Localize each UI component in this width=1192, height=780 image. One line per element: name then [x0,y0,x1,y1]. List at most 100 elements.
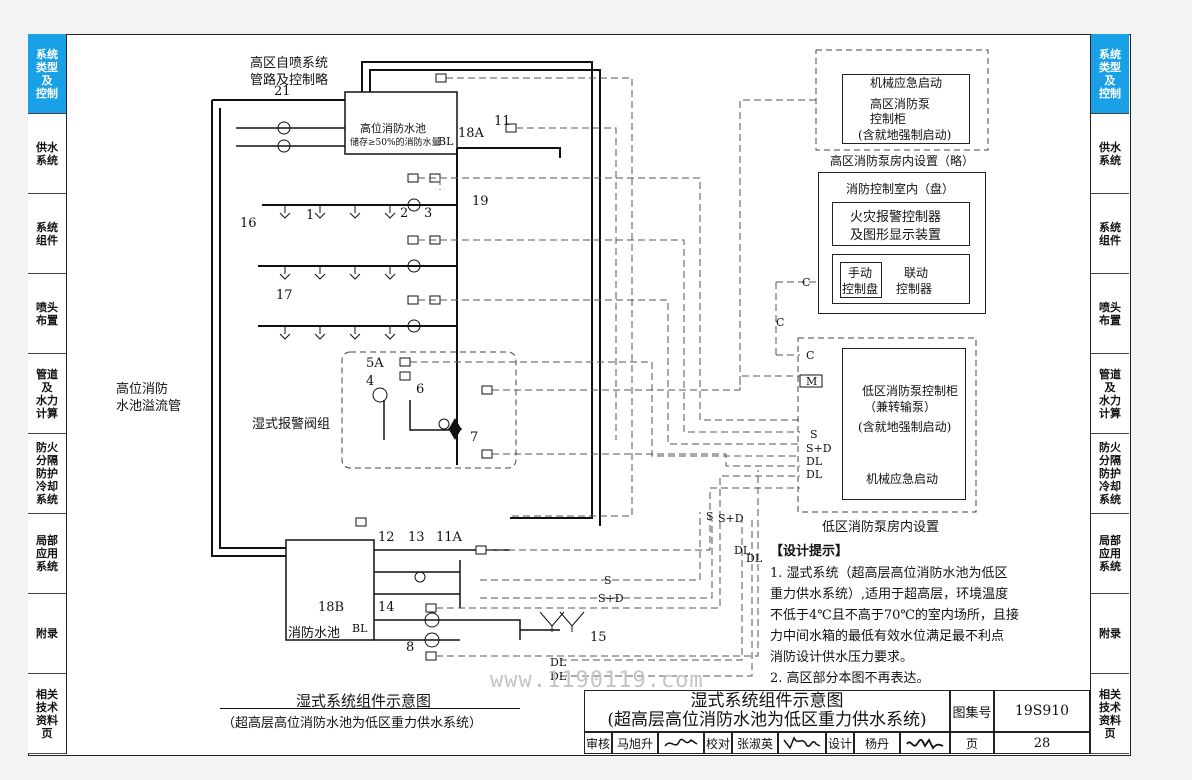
left-sidebar-tab[interactable]: 系统 类型 及 控制 [28,34,66,114]
signature-image [906,738,944,750]
title-block-main: 湿式系统组件示意图 (超高层高位消防水池为低区重力供水系统) [584,690,950,732]
low-pump-cabinet [842,348,966,500]
signal-dl: DL [806,455,823,468]
right-sidebar-tab[interactable]: 喷头 布置 [1091,274,1129,354]
component-number: 2 [400,206,409,221]
title-block-subtitle: (超高层高位消防水池为低区重力供水系统) [607,710,927,730]
fire-pool-bl: BL [352,622,368,635]
left-sidebar-tab[interactable]: 喷头 布置 [28,274,66,354]
right-sidebar-tab[interactable]: 系统 类型 及 控制 [1091,34,1129,114]
high-tank-bl: BL [438,135,454,148]
signal-c: C [802,276,811,289]
atlas-number: 19S910 [994,690,1090,732]
high-zone-label-2: 管路及控制略 [250,73,329,88]
fire-alarm-controller-box [832,202,970,246]
tips-line: 重力供水系统）,适用于超高层，环境温度 [770,587,1009,602]
signal-dl: DL [746,552,763,565]
right-sidebar-tab[interactable]: 防火 分隔 防护 冷却 系统 [1091,434,1129,514]
low-mech-emergency: 机械应急启动 [866,472,939,486]
page-number: 28 [994,732,1090,754]
signal-sd: S+D [806,442,832,455]
signal-s: S [604,574,612,587]
design-signature [900,732,950,754]
component-number: 4 [366,374,375,389]
tips-line: 2. 高区部分本图不再表达。 [770,671,930,686]
component-number: 18A [458,126,484,141]
low-pump-local-start: (含就地强制启动) [858,420,952,434]
signal-dl: DL [806,468,823,481]
signal-m: M [806,375,818,388]
manual-label: 手动 [848,266,873,280]
component-number: 17 [276,288,293,303]
high-pump-cabinet-label: 控制柜 [870,112,907,126]
left-border-line [66,34,67,754]
low-pump-transfer: （兼转输泵） [864,400,937,414]
component-number: 18B [318,600,345,615]
component-number: 14 [378,600,395,615]
left-sidebar-tab[interactable]: 系统 组件 [28,194,66,274]
low-pump-cabinet-label: 低区消防泵控制柜 [862,384,959,398]
left-sidebar-tab[interactable]: 附录 [28,594,66,674]
design-label: 设计 [826,732,854,754]
right-sidebar-tab[interactable]: 局部 应用 系统 [1091,514,1129,594]
manual-panel-label: 控制盘 [842,282,879,296]
signal-s: S [810,428,818,441]
high-tank-note: 储存≥50%的消防水量 [350,138,441,148]
right-sidebar-tab[interactable]: 供水 系统 [1091,114,1129,194]
caption-underline [220,708,520,709]
control-room-title: 消防控制室内（盘） [846,182,955,196]
left-sidebar-tab[interactable]: 管道 及 水力 计算 [28,354,66,434]
signal-sd: S+D [718,512,744,525]
tips-line: 消防设计供水压力要求。 [770,650,914,665]
right-sidebar-tab[interactable]: 附录 [1091,594,1129,674]
caption-title: 湿式系统组件示意图 [296,692,432,710]
component-number: 7 [470,430,479,445]
signal-s: S [706,510,714,523]
linkage-label: 联动 [904,266,929,280]
caption-subtitle: （超高层高位消防水池为低区重力供水系统） [222,716,483,731]
left-sidebar-tab[interactable]: 供水 系统 [28,114,66,194]
component-number: 11 [494,114,511,129]
graphic-display: 及图形显示装置 [850,228,942,243]
right-sidebar-tab[interactable]: 系统 组件 [1091,194,1129,274]
component-number: 5A [366,356,384,371]
fire-alarm-controller: 火灾报警控制器 [850,210,942,225]
right-sidebar-tab[interactable]: 相关 技术 资料 页 [1091,674,1129,754]
watermark: www.1190119.com [490,668,704,693]
review-signature [658,732,704,754]
component-number: 12 [378,530,395,545]
tips-line: 力中间水箱的最低有效水位满足最不利点 [770,629,1005,644]
high-pump-local-start: (含就地强制启动) [858,128,952,142]
linkage-controller: 控制器 [896,282,933,296]
manual-panel-box [840,262,882,298]
component-number: 6 [416,382,425,397]
tips-heading: 【设计提示】 [770,544,849,559]
component-number: 15 [590,630,607,645]
component-number: 11A [436,530,462,545]
right-border-line [1090,34,1091,754]
signal-c: C [776,316,785,329]
signal-c: C [806,349,815,362]
left-sidebar-tab[interactable]: 相关 技术 资料 页 [28,674,66,754]
low-pump-room-caption: 低区消防泵房内设置 [822,520,940,535]
signature-image [783,736,821,750]
tips-line: 1. 湿式系统（超高层高位消防水池为低区 [770,566,1008,581]
right-sidebar-tab[interactable]: 管道 及 水力 计算 [1091,354,1129,434]
high-pump-cabinet [842,74,970,144]
check-label: 校对 [704,732,732,754]
high-tank-label: 高位消防水池 [360,122,426,135]
component-number: 8 [406,640,415,655]
page-label: 页 [950,732,994,754]
high-pump-name: 高区消防泵 [870,97,931,111]
left-sidebar-tab[interactable]: 局部 应用 系统 [28,514,66,594]
overflow-label-2: 水池溢流管 [116,399,182,414]
design-name: 杨丹 [854,732,900,754]
check-signature [778,732,826,754]
review-name: 马旭升 [612,732,658,754]
component-number: 21 [274,84,291,99]
alarm-valve-group-label: 湿式报警阀组 [252,417,331,432]
signal-sd: S+D [598,592,624,605]
left-sidebar-tab[interactable]: 防火 分隔 防护 冷却 系统 [28,434,66,514]
high-zone-label-1: 高区自喷系统 [250,56,329,71]
